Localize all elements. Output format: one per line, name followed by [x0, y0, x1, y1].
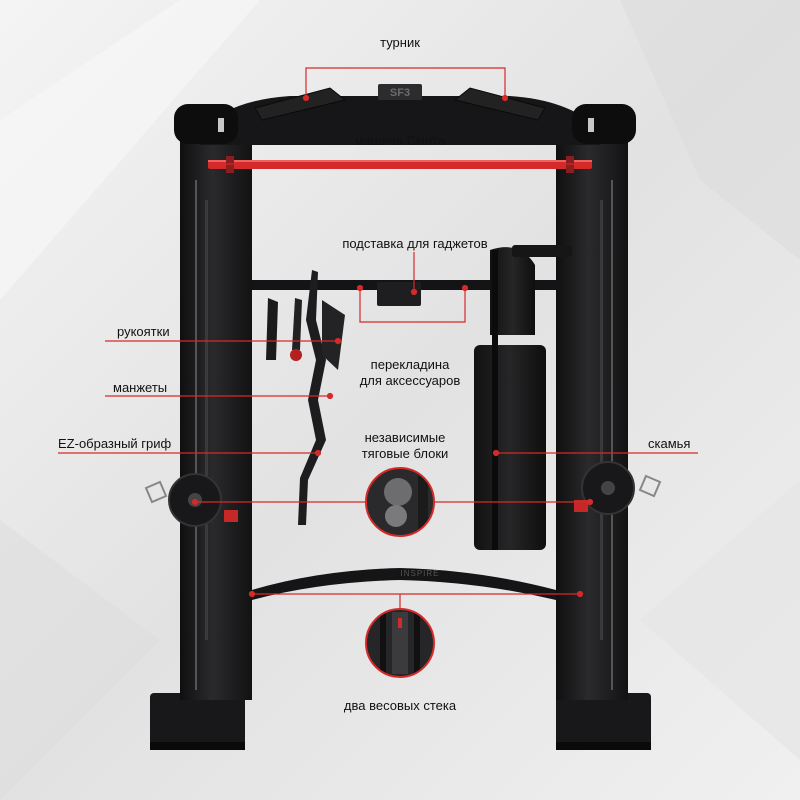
label-handles: рукоятки [117, 324, 170, 339]
label-pullup-bar: турник [380, 35, 420, 50]
label-independent-pulleys: независимые тяговые блоки [340, 430, 470, 462]
base-frame [252, 568, 556, 600]
label-weight-stacks: два весовых стека [343, 698, 457, 713]
background-facet [0, 520, 160, 800]
label-cuffs: манжеты [113, 380, 168, 395]
pullup-grip-right [453, 87, 546, 121]
left-top-housing [174, 104, 238, 144]
right-post [556, 140, 628, 700]
bench-back-pad [474, 345, 546, 550]
cuff-hanging [322, 300, 345, 370]
right-foot-pad [556, 742, 651, 750]
right-foot [556, 693, 651, 748]
handle-grip-red [290, 349, 302, 361]
label-independent-pulleys-line1: независимые [364, 430, 446, 445]
base-logo: INSPIRE [400, 569, 439, 578]
label-bench: скамья [648, 436, 691, 451]
callout-crossbar [359, 288, 466, 323]
cuff-strap [266, 298, 278, 360]
callout-pullup [305, 67, 506, 98]
stack-zoom-inset [365, 608, 435, 678]
callout-lines [58, 67, 698, 609]
right-top-accent [588, 118, 594, 132]
label-ez-bar: EZ-образный гриф [58, 436, 172, 451]
label-independent-pulleys-line2: тяговые блоки [361, 446, 449, 461]
background-facet [620, 0, 800, 260]
label-gadget-stand: подставка для гаджетов [342, 236, 488, 251]
left-post [180, 140, 252, 700]
label-accessory-crossbar: перекладина для аксессуаров [340, 357, 480, 389]
smith-bar-highlight [208, 160, 592, 162]
bench-support [512, 245, 572, 257]
bench-rail [492, 250, 498, 550]
gadget-stand [377, 282, 421, 306]
right-pulley-hub [601, 481, 615, 495]
pulley-zoom-inset [365, 467, 435, 537]
left-pulley-lock [224, 510, 238, 522]
pullup-grip-left [254, 87, 347, 121]
ez-bar [298, 270, 326, 525]
left-post-holes [205, 200, 208, 640]
right-top-housing [572, 104, 636, 144]
right-pulley-lock [574, 500, 588, 512]
right-carabiner [638, 474, 662, 498]
label-accessory-crossbar-line2: для аксессуаров [359, 373, 461, 388]
bench-back-upper [490, 247, 535, 335]
frame-logo: SF3 [390, 87, 410, 99]
rope-handle [292, 298, 302, 350]
label-accessory-crossbar-line1: перекладина [370, 357, 450, 372]
background-facet [0, 0, 260, 300]
left-foot [150, 693, 245, 748]
label-smith-machine: машина Смита [354, 133, 446, 148]
frame-logo-plate [378, 84, 422, 100]
background-facet [640, 480, 800, 760]
left-top-accent [218, 118, 224, 132]
left-carabiner [144, 480, 168, 504]
right-post-holes [600, 200, 603, 640]
left-foot-pad [150, 742, 245, 750]
